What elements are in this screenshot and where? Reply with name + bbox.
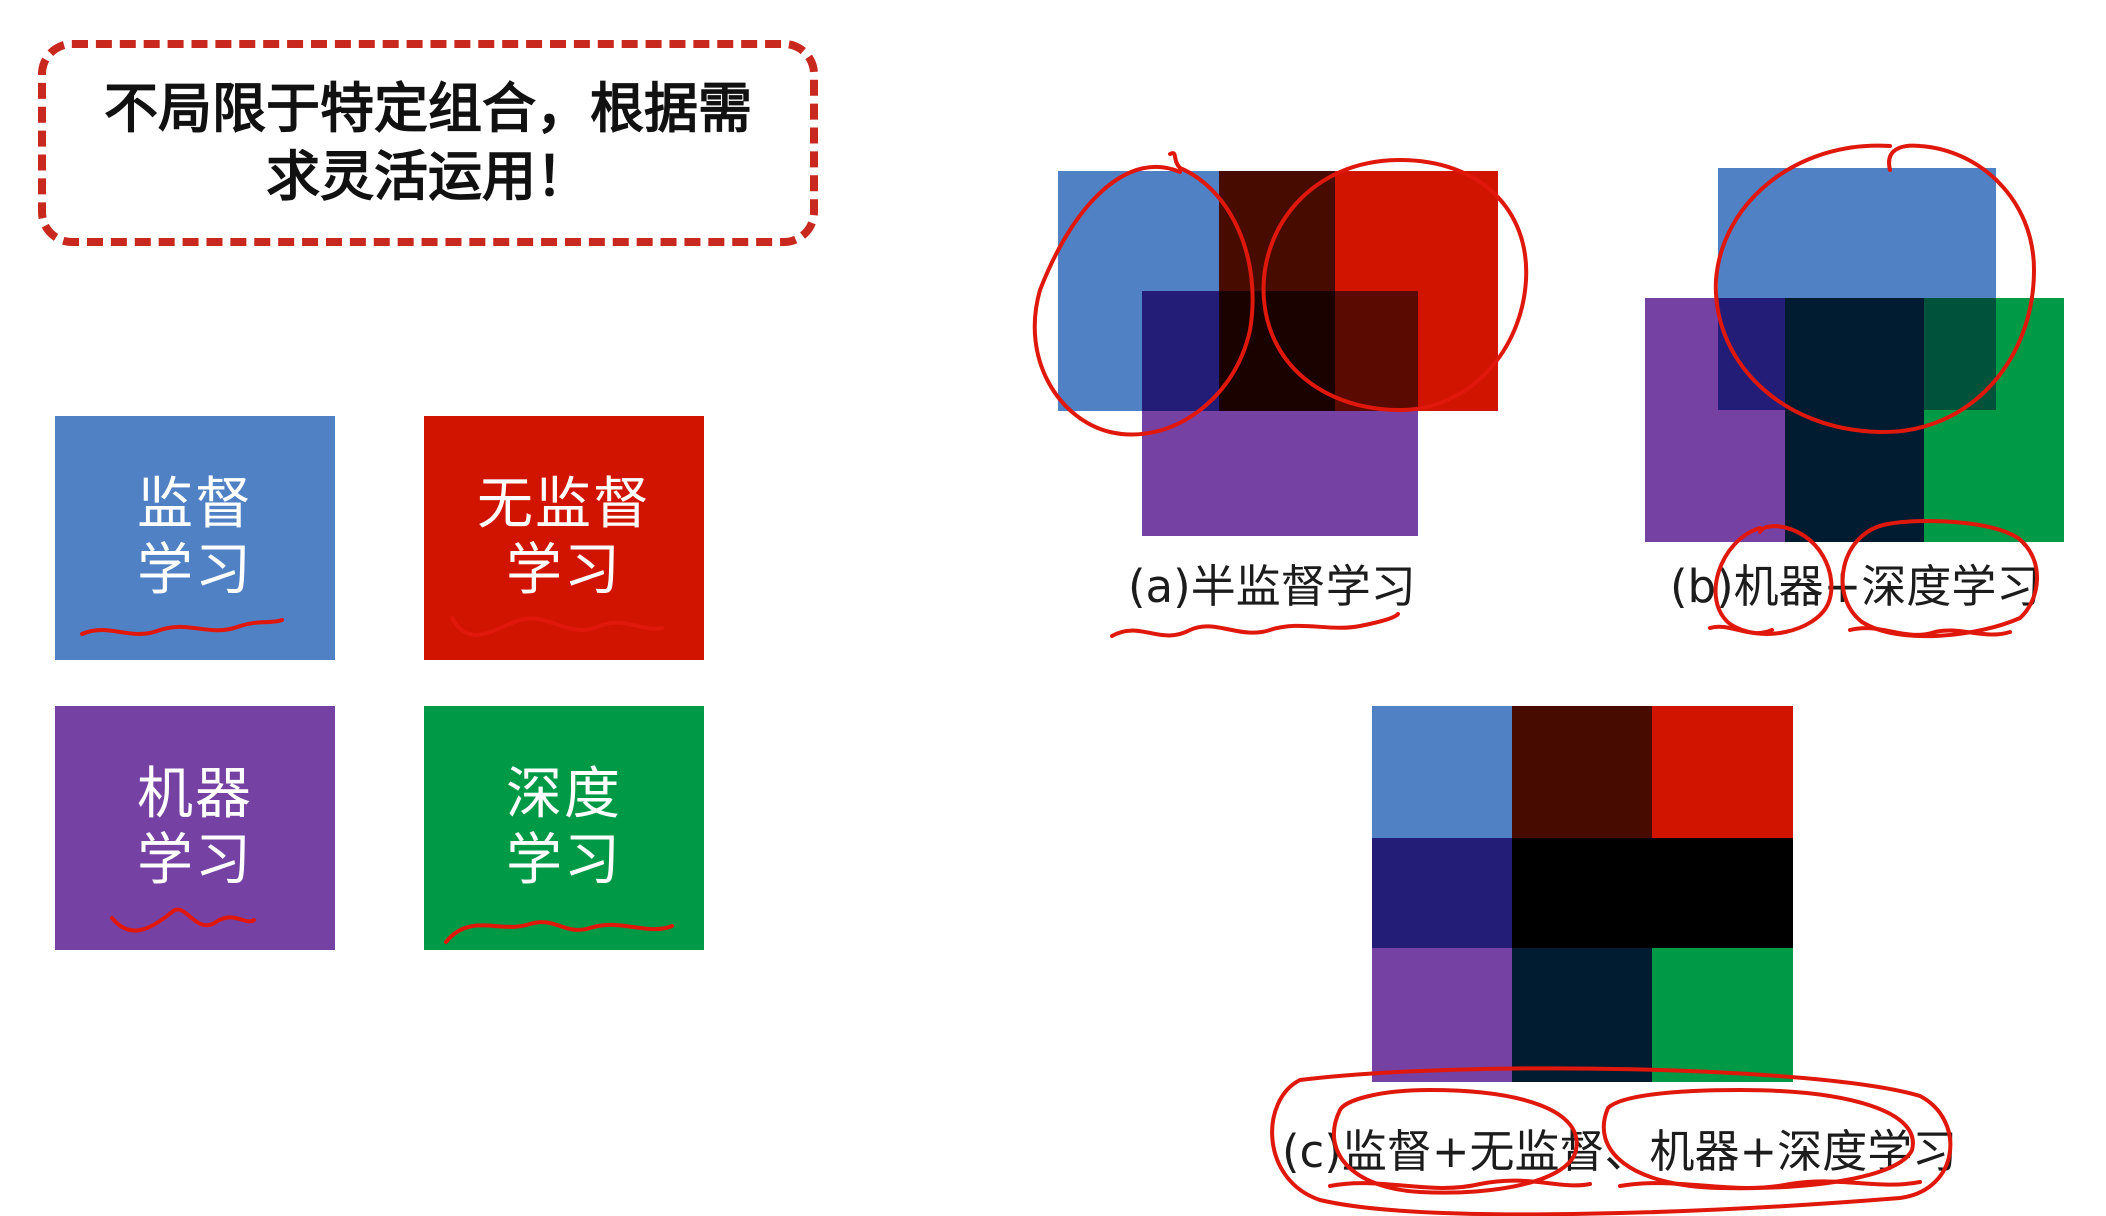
block-navy	[1142, 291, 1219, 411]
block-dark-navy	[1512, 948, 1652, 1082]
block-near-black	[1219, 291, 1335, 411]
tile-label-line-1: 监督	[137, 472, 253, 537]
caption-b: (b)机器+深度学习	[1670, 560, 2042, 613]
caption-c: (c)监督+无监督、机器+深度学习	[1282, 1125, 1958, 1178]
block-navy	[1372, 838, 1512, 948]
tile-supervised: 监督 学习	[55, 416, 335, 660]
block-dark-red	[1512, 706, 1652, 838]
tile-label-line-2: 学习	[506, 538, 622, 603]
tile-unsupervised: 无监督 学习	[424, 416, 704, 660]
underline-b	[1708, 624, 2012, 637]
block-purple	[1645, 298, 1718, 542]
tile-label-line-1: 无监督	[477, 472, 651, 537]
tile-label-line-1: 机器	[137, 762, 253, 827]
caption-a: (a)半监督学习	[1128, 560, 1416, 613]
block-dark-green	[1924, 298, 1996, 410]
block-green	[1652, 948, 1793, 1082]
block-purple-lower	[1718, 410, 1785, 542]
block-navy	[1718, 298, 1785, 410]
underline-a	[1110, 612, 1400, 638]
underline-c	[1328, 1178, 1922, 1190]
block-green	[1924, 410, 2064, 542]
block-deep-red	[1335, 291, 1418, 411]
tile-label-line-2: 学习	[506, 828, 622, 893]
tile-deep-learning: 深度 学习	[424, 706, 704, 950]
block-dark-navy	[1785, 298, 1924, 542]
block-blue	[1718, 168, 1996, 298]
block-dark-red	[1219, 171, 1335, 291]
block-red	[1652, 706, 1793, 838]
tile-machine-learning: 机器 学习	[55, 706, 335, 950]
tile-label-line-1: 深度	[506, 762, 622, 827]
tile-label-line-2: 学习	[137, 538, 253, 603]
callout-line-2: 求灵活运用！	[266, 145, 590, 208]
block-purple	[1372, 948, 1512, 1082]
block-purple	[1142, 411, 1418, 536]
block-green-top	[1996, 298, 2064, 410]
block-blue	[1372, 706, 1512, 838]
tile-label-line-2: 学习	[137, 828, 253, 893]
callout-line-1: 不局限于特定组合，根据需	[104, 77, 752, 140]
callout-box: 不局限于特定组合，根据需 求灵活运用！	[38, 40, 818, 246]
block-black	[1512, 838, 1793, 948]
